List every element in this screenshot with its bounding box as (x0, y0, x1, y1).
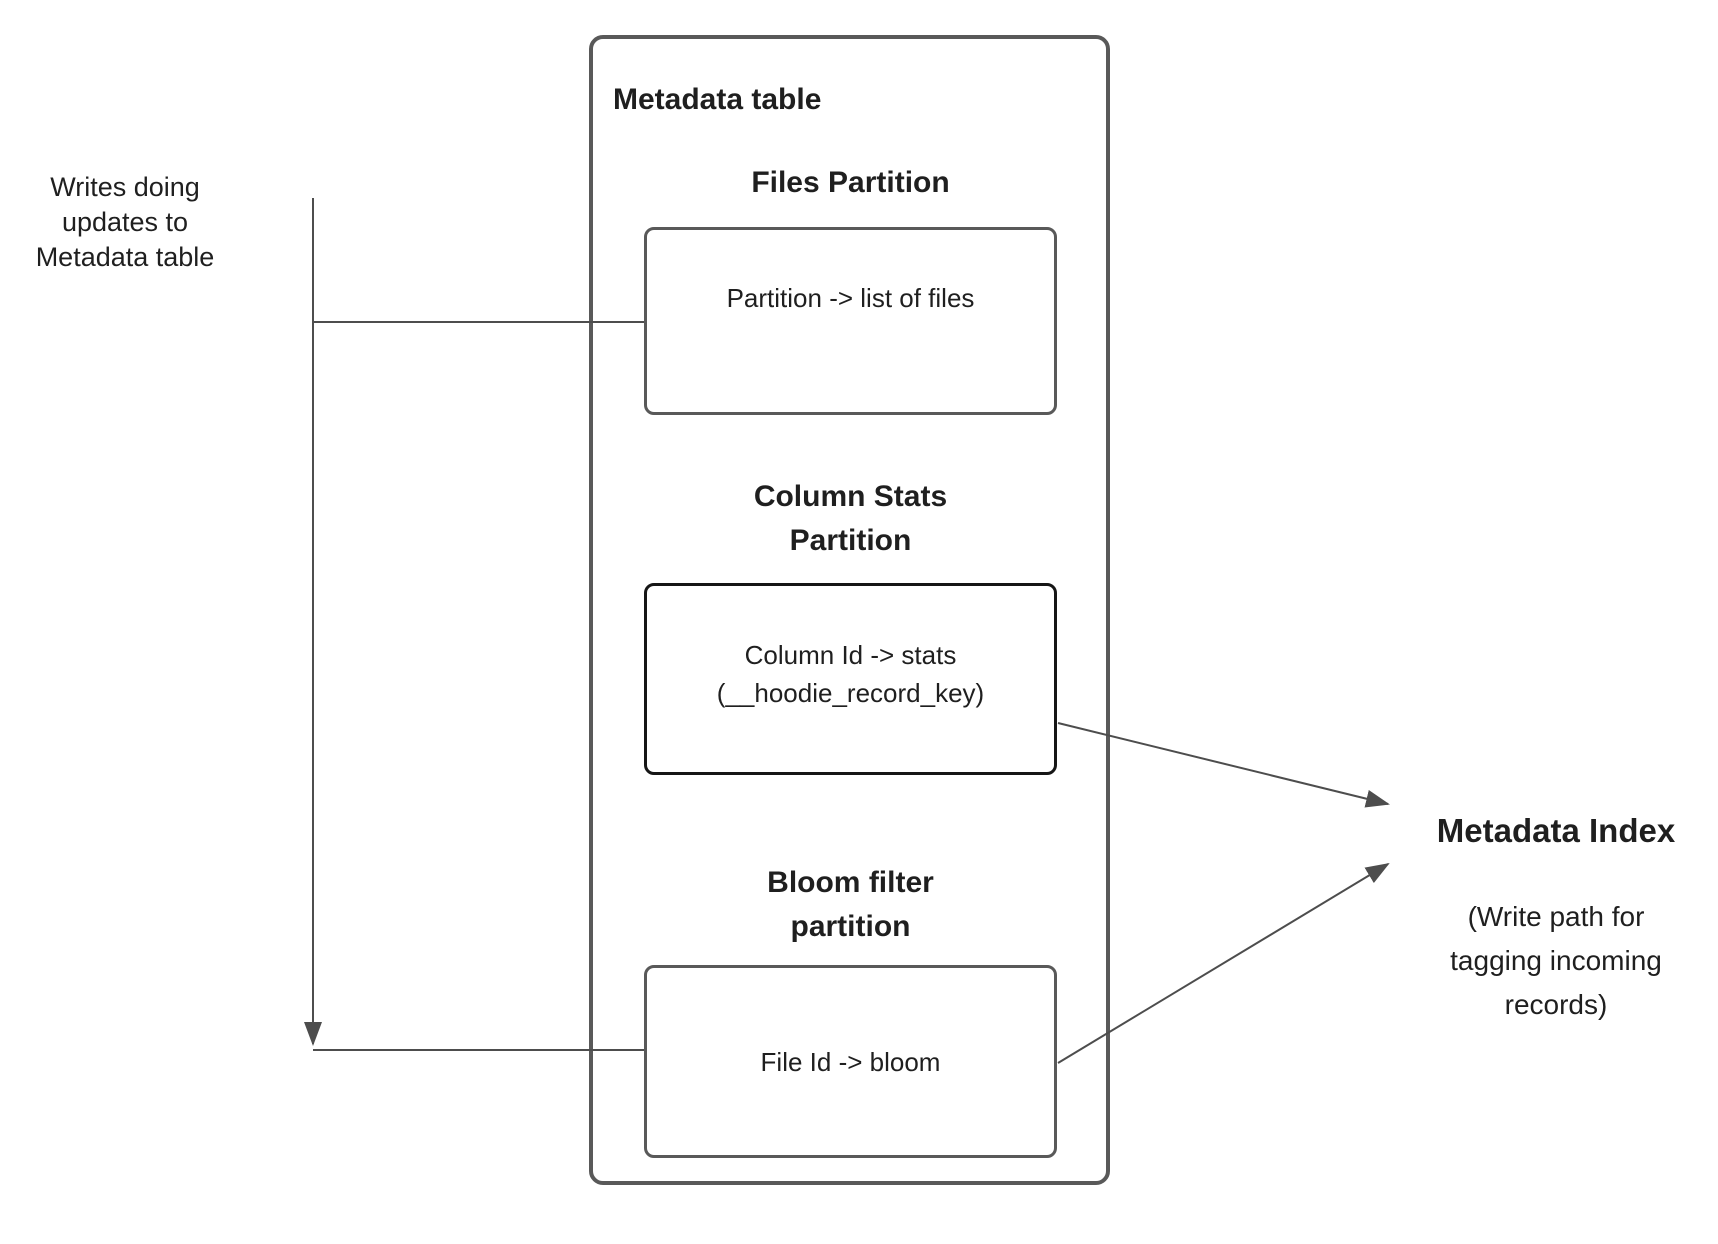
metadata-index-title: Metadata Index (1436, 812, 1676, 849)
bloom-filter-partition-text: File Id -> bloom (760, 1047, 941, 1077)
bloom-filter-partition-heading: Bloom filter partition (767, 866, 934, 943)
column-stats-partition-box (644, 583, 1057, 775)
metadata-table-title: Metadata table (613, 83, 822, 116)
files-partition-box (644, 227, 1057, 415)
files-partition-text: Partition -> list of files (726, 283, 975, 313)
metadata-index-subtitle: (Write path for tagging incoming records… (1450, 901, 1662, 1020)
bloom-filter-partition-box (644, 965, 1057, 1158)
column-stats-partition-heading: Column Stats Partition (753, 480, 948, 557)
writes-updates-note: Writes doing updates to Metadata table (35, 172, 215, 272)
column-stats-partition-text: Column Id -> stats (__hoodie_record_key) (716, 640, 985, 708)
files-partition-heading: Files Partition (751, 166, 950, 199)
